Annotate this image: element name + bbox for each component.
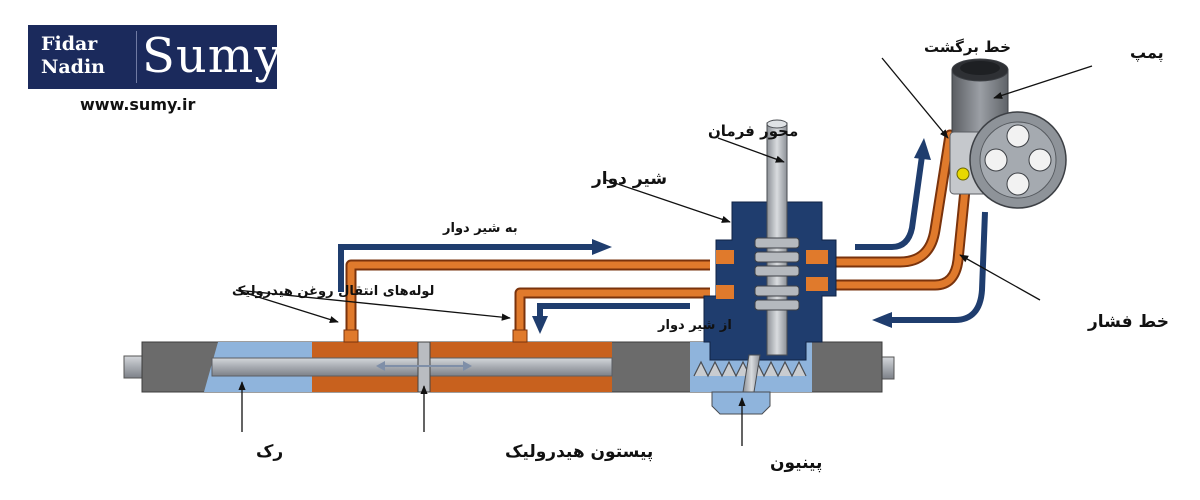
flow-arrow-to-valve-icon (338, 239, 612, 292)
hydraulic-pipes (343, 259, 710, 343)
piston-motion-arrow-icon (376, 361, 472, 371)
label-pump: پمپ (1130, 43, 1164, 63)
logo-url: www.sumy.ir (80, 95, 196, 114)
label-return-line: خط برگشت (924, 38, 1011, 56)
label-pressure-line: خط فشار (1087, 312, 1169, 332)
pinion-shaft (742, 354, 761, 393)
logo-word-2: Nadin (41, 56, 105, 78)
label-hydraulic-pipes: لوله‌های انتقال روغن هیدرولیک (232, 284, 434, 299)
valve-spool-rings (754, 237, 800, 311)
label-pinion: پینیون (770, 453, 822, 473)
pinion-housing (711, 391, 771, 415)
pump (949, 58, 1067, 209)
flow-arrow-from-valve-icon (532, 303, 690, 334)
flow-arrow-pressure-icon (872, 211, 988, 328)
logo-word-1: Fidar (41, 33, 98, 55)
pump-lines (824, 129, 972, 291)
rack-rod-end-left (123, 355, 145, 379)
label-to-rotary-valve: به شیر دوار (442, 221, 518, 236)
pointer-lines (235, 57, 1093, 446)
label-hydraulic-piston: پیستون هیدرولیک (505, 442, 653, 462)
flow-arrow-return-icon (855, 138, 931, 250)
label-steering-shaft: محور فرمان (708, 122, 798, 140)
label-from-rotary-valve: از شیر دوار (657, 318, 732, 333)
logo-brand: Sumy (142, 28, 283, 84)
logo-divider (136, 31, 137, 83)
label-rotary-valve: شیر دوار (591, 169, 667, 189)
label-rack: رک (256, 442, 283, 462)
logo: Fidar Nadin Sumy (28, 25, 281, 89)
